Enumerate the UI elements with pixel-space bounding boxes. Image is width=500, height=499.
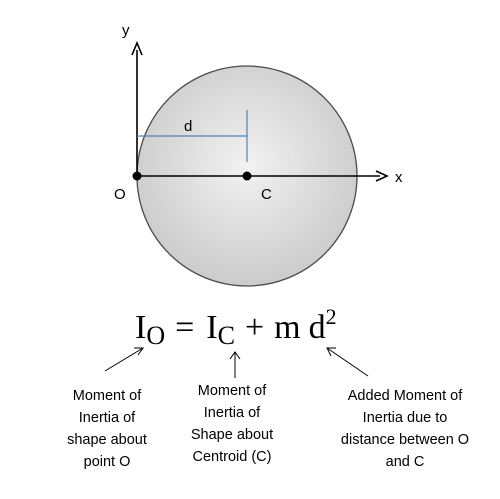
- equation-rhs-main: I: [206, 309, 217, 346]
- right-pointer-arrowhead: [326, 347, 336, 357]
- left-pointer-arrowhead: [134, 347, 144, 356]
- origin-label: O: [114, 186, 126, 203]
- x-axis-label: x: [395, 169, 403, 186]
- equation-exponent: 2: [326, 304, 337, 329]
- middle-pointer-arrowhead: [229, 351, 241, 360]
- caption-middle-line: Centroid (C): [192, 449, 272, 465]
- caption-right-line: distance between O: [340, 432, 470, 448]
- equation-mass: m: [274, 309, 300, 346]
- centroid-label: C: [261, 186, 272, 203]
- y-axis-arrowhead: [131, 40, 143, 56]
- distance-label: d: [184, 118, 192, 135]
- equation-equals: =: [175, 309, 194, 346]
- caption-middle: Moment of Inertia of Shape about Centroi…: [172, 380, 292, 468]
- caption-middle-line: Shape about: [190, 427, 274, 443]
- caption-right-line: Inertia due to: [362, 410, 448, 426]
- equation-lhs-sub: O: [146, 321, 165, 350]
- caption-middle-line: Moment of: [197, 383, 267, 399]
- centroid-point: [242, 171, 252, 181]
- caption-middle-line: Inertia of: [203, 405, 261, 421]
- y-axis-label: y: [122, 22, 130, 39]
- origin-point: [132, 171, 142, 181]
- caption-left-line: Inertia of: [78, 410, 136, 426]
- caption-right: Added Moment of Inertia due to distance …: [320, 385, 490, 473]
- caption-right-line: Added Moment of: [347, 388, 463, 404]
- equation-lhs-main: I: [135, 309, 146, 346]
- equation-distance: d: [309, 309, 326, 346]
- left-pointer-arrow: [104, 347, 144, 372]
- caption-left-line: shape about: [67, 432, 147, 448]
- caption-left-line: point O: [83, 454, 131, 470]
- caption-left-line: Moment of: [72, 388, 142, 404]
- caption-right-line: and C: [385, 454, 425, 470]
- equation-plus: +: [245, 309, 264, 346]
- x-axis-arrowhead: [375, 170, 389, 182]
- right-pointer-arrow: [326, 347, 369, 377]
- caption-left: Moment of Inertia of shape about point O: [47, 385, 167, 473]
- equation-rhs-sub: C: [218, 321, 235, 350]
